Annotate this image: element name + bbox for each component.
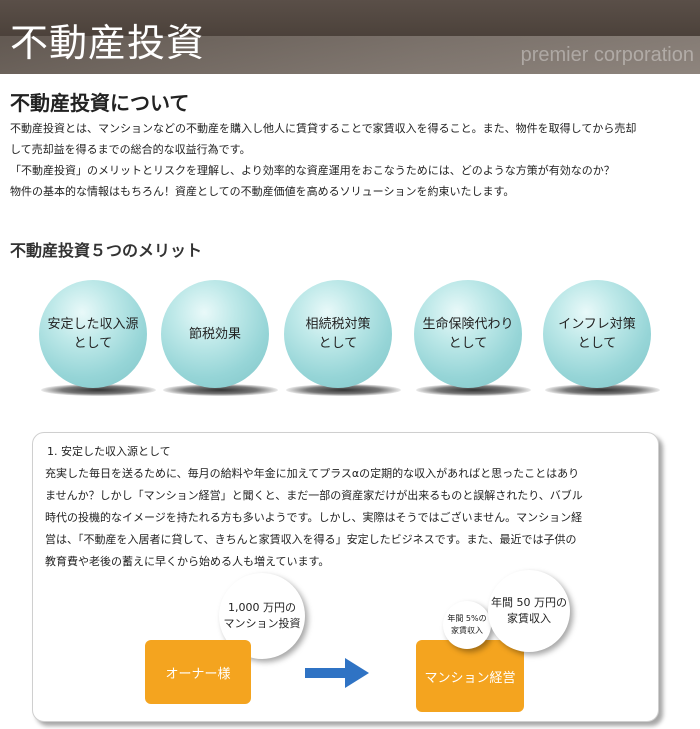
merits-heading: 不動産投資５つのメリット [10, 241, 203, 260]
merit-item[interactable]: 相続税対策 として [276, 275, 401, 400]
merit-item[interactable]: 安定した収入源 として [31, 275, 156, 400]
merit-sphere: 相続税対策 として [284, 280, 392, 388]
flow-arrow-icon [305, 658, 369, 688]
income-amount: 年間 50 万円の [491, 596, 567, 609]
yield-rate: 年間 5%の [447, 614, 487, 623]
investment-amount: 1,000 万円の [228, 601, 296, 614]
merit-label: として [448, 336, 488, 351]
merit-label: 相続税対策 [305, 317, 371, 332]
investment-type: マンション投資 [223, 617, 301, 630]
merit-label: として [577, 336, 617, 351]
income-type: 家賃収入 [507, 612, 551, 625]
yield-type: 家賃収入 [450, 626, 483, 635]
about-heading: 不動産投資について [10, 91, 190, 115]
merit-item[interactable]: インフレ対策 として [535, 275, 660, 400]
owner-box: オーナー様 [145, 640, 251, 704]
detail-line: 充実した毎日を送るために、毎月の給料や年金に加えてプラスαの定期的な収入があれば… [45, 467, 580, 480]
merit-shadow [163, 384, 278, 396]
merit-sphere: インフレ対策 として [543, 280, 651, 388]
merit-item[interactable]: 生命保険代わり として [406, 275, 531, 400]
about-text: 不動産投資とは、マンションなどの不動産を購入し他人に賃貸することで家賃収入を得る… [10, 118, 695, 202]
page-title: 不動産投資 [10, 21, 206, 65]
detail-line: 時代の投機的なイメージを持たれる方も多いようです。しかし、実際はそうではございま… [45, 511, 583, 524]
merit-sphere: 安定した収入源 として [39, 280, 147, 388]
about-line: して売却益を得るまでの総合的な収益行為です。 [10, 143, 251, 156]
management-box: マンション経営 [416, 640, 524, 712]
merit-detail-panel: 1. 安定した収入源として 充実した毎日を送るために、毎月の給料や年金に加えてプ… [32, 432, 659, 722]
merit-shadow [286, 384, 401, 396]
income-bubble: 年間 50 万円の 家賃収入 [488, 570, 570, 652]
merit-shadow [545, 384, 660, 396]
about-line: 物件の基本的な情報はもちろん！資産としての不動産価値を高めるソリューションを約束… [10, 185, 515, 198]
page-header: 不動産投資 premier corporation [0, 0, 700, 74]
detail-line: 営は、「不動産を入居者に貸して、きちんと家賃収入を得る」安定したビジネスです。ま… [45, 533, 577, 546]
merit-shadow [41, 384, 156, 396]
merit-label: 安定した収入源 [47, 317, 139, 332]
detail-title: 1. 安定した収入源として [47, 445, 171, 458]
about-line: 不動産投資とは、マンションなどの不動産を購入し他人に賃貸することで家賃収入を得る… [10, 122, 637, 135]
detail-line: 教育費や老後の蓄えに早くから始める人も増えています。 [45, 555, 330, 568]
merit-label: として [318, 336, 358, 351]
yield-bubble: 年間 5%の 家賃収入 [443, 601, 491, 649]
merit-label: インフレ対策 [558, 317, 636, 332]
merit-sphere: 生命保険代わり として [414, 280, 522, 388]
merit-label: として [73, 336, 113, 351]
management-label: マンション経営 [424, 670, 516, 686]
merit-label: 生命保険代わり [422, 317, 514, 332]
owner-label: オーナー様 [165, 666, 231, 682]
about-line: 「不動産投資」のメリットとリスクを理解し、より効率的な資産運用をおこなうためには… [10, 164, 615, 177]
detail-line: ませんか？しかし「マンション経営」と聞くと、まだ一部の資産家だけが出来るものと誤… [45, 489, 583, 502]
merits-list: 安定した収入源 として 節税効果 相続税対策 として 生命保険代わり として [0, 275, 700, 400]
merit-label: 節税効果 [188, 326, 241, 342]
header-band [0, 36, 700, 74]
detail-text: 充実した毎日を送るために、毎月の給料や年金に加えてプラスαの定期的な収入があれば… [45, 463, 645, 573]
company-name: premier corporation [520, 44, 694, 66]
merit-item[interactable]: 節税効果 [153, 275, 278, 400]
merit-sphere: 節税効果 [161, 280, 269, 388]
merit-shadow [416, 384, 531, 396]
